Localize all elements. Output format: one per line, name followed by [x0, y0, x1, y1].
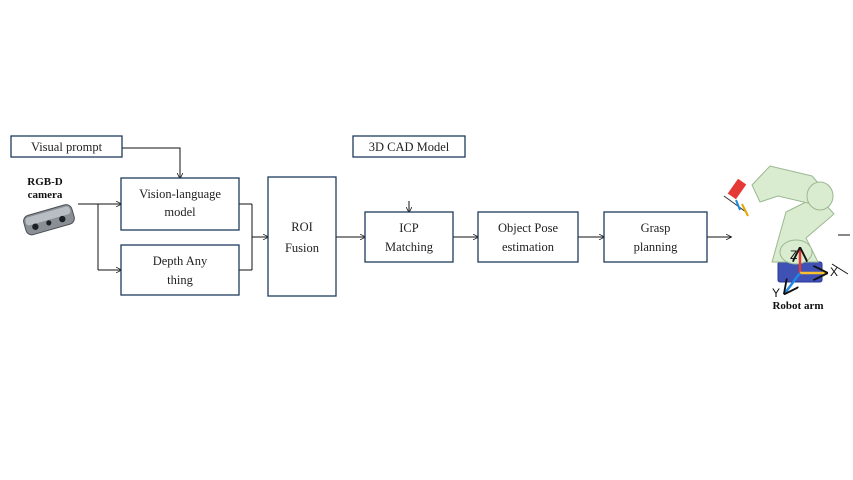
visual-prompt-label: Visual prompt [31, 140, 103, 154]
roi-fusion-box: ROI Fusion [267, 176, 337, 297]
grasp-label-line2: planning [634, 240, 678, 254]
depth-label-line1: Depth Any [153, 254, 208, 268]
pose-label-line2: estimation [502, 240, 555, 254]
vlm-box: Vision-language model [120, 177, 240, 231]
pose-estimation-box: Object Pose estimation [477, 211, 579, 263]
roi-label-line1: ROI [291, 220, 313, 234]
roi-label-line2: Fusion [285, 241, 320, 255]
pose-label-line1: Object Pose [498, 221, 559, 235]
camera-label-line2: camera [28, 189, 63, 201]
grasp-label-line1: Grasp [641, 221, 671, 235]
depth-anything-box: Depth Any thing [120, 244, 240, 296]
robot-arm-caption: Robot arm [772, 300, 823, 312]
camera-icon [23, 204, 75, 236]
icp-matching-box: ICP Matching [364, 211, 454, 263]
cad-model-box: 3D CAD Model [352, 135, 466, 158]
visual-prompt-box: Visual prompt [10, 135, 123, 158]
grasp-planning-box: Grasp planning [603, 211, 708, 263]
axis-x-label: X [830, 265, 838, 279]
vlm-label-line2: model [164, 205, 196, 219]
camera-label-line1: RGB-D [27, 176, 63, 188]
robot-elbow-joint-icon [806, 181, 834, 211]
rgbd-camera: RGB-D camera [23, 176, 75, 236]
coordinate-axes: Z X Y [772, 248, 849, 300]
gripper-icon [723, 178, 749, 217]
icp-label-line1: ICP [399, 221, 419, 235]
cad-model-label: 3D CAD Model [369, 140, 450, 154]
robot-arm-illustration: Z X Y Robot arm [723, 165, 849, 312]
axis-y-label: Y [772, 286, 780, 300]
depth-label-line2: thing [167, 273, 193, 287]
vlm-label-line1: Vision-language [139, 187, 221, 201]
axis-z-label: Z [790, 248, 797, 262]
connectors [78, 147, 850, 270]
icp-label-line2: Matching [385, 240, 434, 254]
